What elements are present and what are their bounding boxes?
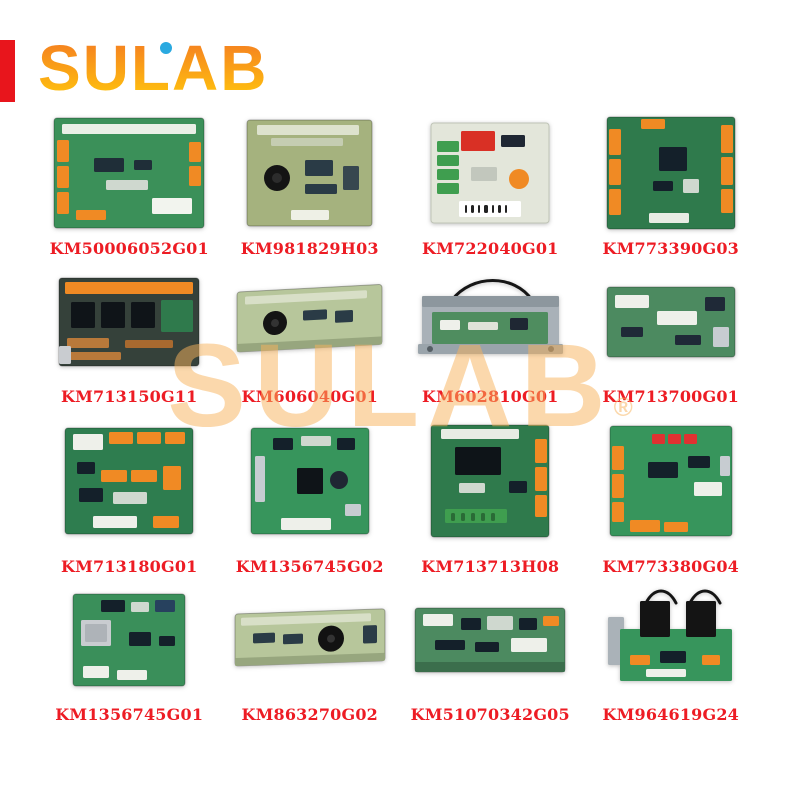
part-number-label: KM773390G03 bbox=[602, 239, 740, 258]
product-item: KM1356745G02 bbox=[225, 410, 396, 580]
pcb-photo bbox=[405, 112, 576, 233]
pcb-photo bbox=[405, 410, 576, 551]
pcb-photo bbox=[586, 112, 757, 233]
part-number-label: KM964619G24 bbox=[602, 705, 740, 724]
product-item: KM713150G11 bbox=[44, 262, 215, 410]
pcb-photo bbox=[586, 410, 757, 551]
product-item: KM863270G02 bbox=[225, 580, 396, 728]
product-item: KM602810G01 bbox=[405, 262, 576, 410]
pcb-photo bbox=[225, 262, 396, 381]
part-number-label: KM981829H03 bbox=[240, 239, 379, 258]
pcb-photo bbox=[44, 410, 215, 551]
logo-dot bbox=[160, 42, 172, 54]
part-number-label: KM713180G01 bbox=[60, 557, 198, 576]
part-number-label: KM713700G01 bbox=[602, 387, 740, 406]
part-number-label: KM50006052G01 bbox=[49, 239, 209, 258]
part-number-label: KM1356745G01 bbox=[55, 705, 204, 724]
part-number-label: KM722040G01 bbox=[421, 239, 559, 258]
product-item: KM713180G01 bbox=[44, 410, 215, 580]
pcb-photo bbox=[44, 580, 215, 699]
product-item: KM713713H08 bbox=[405, 410, 576, 580]
part-number-label: KM51070342G05 bbox=[410, 705, 570, 724]
product-item: KM722040G01 bbox=[405, 112, 576, 262]
product-item: KM713700G01 bbox=[586, 262, 757, 410]
pcb-photo bbox=[225, 112, 396, 233]
brand-logo: SULAB bbox=[38, 28, 268, 108]
pcb-photo bbox=[225, 580, 396, 699]
brand-name: SULAB bbox=[38, 32, 269, 104]
product-item: KM773380G04 bbox=[586, 410, 757, 580]
pcb-photo bbox=[586, 262, 757, 381]
product-item: KM981829H03 bbox=[225, 112, 396, 262]
red-accent-bar bbox=[0, 40, 15, 102]
part-number-label: KM713713H08 bbox=[421, 557, 560, 576]
part-number-label: KM713150G11 bbox=[60, 387, 198, 406]
pcb-photo bbox=[586, 580, 757, 699]
part-number-label: KM1356745G02 bbox=[235, 557, 384, 576]
product-item: KM51070342G05 bbox=[405, 580, 576, 728]
pcb-photo bbox=[44, 112, 215, 233]
part-number-label: KM602810G01 bbox=[421, 387, 559, 406]
pcb-photo bbox=[225, 410, 396, 551]
product-item: KM964619G24 bbox=[586, 580, 757, 728]
part-number-label: KM606040G01 bbox=[241, 387, 379, 406]
pcb-photo bbox=[405, 580, 576, 699]
pcb-photo bbox=[44, 262, 215, 381]
product-item: KM1356745G01 bbox=[44, 580, 215, 728]
pcb-photo bbox=[405, 262, 576, 381]
part-number-label: KM773380G04 bbox=[602, 557, 740, 576]
part-number-label: KM863270G02 bbox=[241, 705, 379, 724]
product-item: KM50006052G01 bbox=[44, 112, 215, 262]
product-item: KM606040G01 bbox=[225, 262, 396, 410]
product-item: KM773390G03 bbox=[586, 112, 757, 262]
